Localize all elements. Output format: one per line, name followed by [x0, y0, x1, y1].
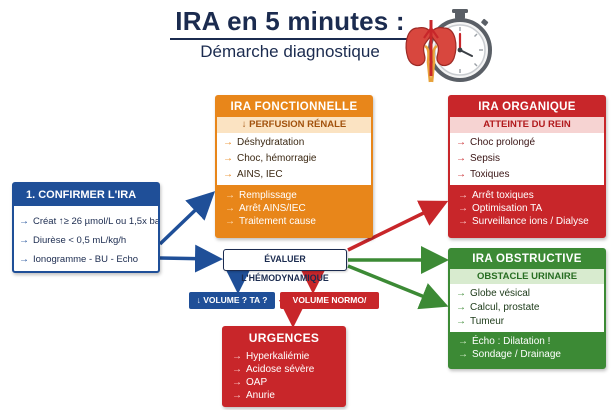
arrow-confirm-to-evaluer	[159, 244, 223, 273]
kidney-stopwatch-icon	[402, 6, 494, 88]
ira-fonctionnelle-box: IRA FONCTIONNELLE ↓ PERFUSION RÉNALE →Dé…	[215, 95, 373, 238]
arrow-right-icon: →	[456, 316, 466, 327]
page-title: IRA en 5 minutes :	[175, 6, 405, 36]
page-subtitle: Démarche diagnostique	[200, 42, 380, 61]
ira-obstructive-title: IRA OBSTRUCTIVE	[472, 253, 582, 265]
ira-organique-actions: →Arrêt toxiques →Optimisation TA →Survei…	[450, 185, 604, 232]
arrow-right-icon: →	[232, 390, 242, 401]
confirm-ira-title: 1. CONFIRMER L'IRA	[26, 189, 137, 201]
arrow-right-icon: →	[456, 153, 466, 164]
ira-fonctionnelle-causes: →Déshydratation →Choc, hémorragie →AINS,…	[217, 133, 371, 185]
arrow-right-icon: →	[225, 216, 235, 227]
ira-fonctionnelle-actions: →Remplissage →Arrêt AINS/IEC →Traitement…	[217, 185, 371, 232]
confirm-ira-box: 1. CONFIRMER L'IRA →Créat ↑≥ 26 µmol/L o…	[12, 182, 160, 273]
list-item: →Toxiques	[456, 167, 598, 183]
ira-fonctionnelle-subtitle: ↓ PERFUSION RÉNALE	[217, 117, 371, 133]
arrow-right-icon: →	[232, 377, 242, 388]
arrow-right-icon: →	[225, 203, 235, 214]
urgences-list: →Hyperkaliémie →Acidose sévère →OAP →Anu…	[224, 348, 344, 404]
arrow-right-icon: →	[456, 302, 466, 313]
arrow-right-icon: →	[19, 254, 29, 265]
arrow-right-icon: →	[456, 288, 466, 299]
arrow-evaluer-to-obstructive-lower	[347, 264, 449, 310]
evaluate-hemodynamics-box: ÉVALUER L'HÉMODYNAMIQUE	[223, 249, 347, 283]
volume-low-badge: ↓ VOLUME ? TA ?	[189, 292, 275, 309]
urgences-box: URGENCES →Hyperkaliémie →Acidose sévère …	[222, 326, 346, 407]
ira-obstructive-box: IRA OBSTRUCTIVE OBSTACLE URINAIRE →Globe…	[448, 248, 606, 369]
arrow-right-icon: →	[458, 349, 468, 360]
list-item: →Sondage / Drainage	[458, 349, 561, 360]
list-item: →Déshydratation	[223, 135, 365, 151]
volume-high-badge: VOLUME NORMO/ÉLEVÉ	[280, 292, 379, 322]
arrow-right-icon: →	[19, 235, 29, 246]
arrow-right-icon: →	[456, 137, 466, 148]
list-item: →Surveillance ions / Dialyse	[458, 216, 589, 227]
title-underline	[170, 38, 410, 40]
confirm-ira-criteria: →Créat ↑≥ 26 µmol/L ou 1,5x base →Diurès…	[14, 206, 158, 271]
arrow-right-icon: →	[232, 364, 242, 375]
list-item: →Traitement cause	[225, 216, 316, 227]
ira-obstructive-subtitle: OBSTACLE URINAIRE	[450, 269, 604, 284]
list-item: →Sepsis	[456, 151, 598, 167]
list-item: →Écho : Dilatation !	[458, 336, 551, 347]
ira-obstructive-actions: →Écho : Dilatation ! →Sondage / Drainage	[450, 332, 604, 364]
arrow-right-icon: →	[223, 137, 233, 148]
ira-organique-title: IRA ORGANIQUE	[478, 101, 576, 113]
arrow-right-icon: →	[456, 169, 466, 180]
arrow-confirm-to-fonctionnelle	[158, 191, 216, 246]
list-item: →Choc prolongé	[456, 135, 598, 151]
arrow-right-icon: →	[223, 153, 233, 164]
ira-obstructive-causes: →Globe vésical →Calcul, prostate →Tumeur	[450, 284, 604, 332]
list-item: →Remplissage	[225, 190, 297, 201]
arrow-right-icon: →	[225, 190, 235, 201]
arrow-right-icon: →	[223, 169, 233, 180]
list-item: →Acidose sévère	[232, 364, 315, 375]
arrow-right-icon: →	[19, 216, 29, 227]
list-item: →Arrêt AINS/IEC	[225, 203, 306, 214]
arrow-right-icon: →	[458, 190, 468, 201]
arrow-right-icon: →	[458, 216, 468, 227]
list-item: →Anurie	[232, 390, 275, 401]
arrow-right-icon: →	[458, 203, 468, 214]
list-item: →Créat ↑≥ 26 µmol/L ou 1,5x base	[19, 212, 158, 231]
list-item: →Diurèse < 0,5 mL/kg/h	[19, 231, 153, 250]
list-item: →Tumeur	[456, 316, 505, 327]
arrow-evaluer-to-organique	[347, 200, 449, 252]
ira-fonctionnelle-title: IRA FONCTIONNELLE	[230, 101, 358, 113]
list-item: →Ionogramme - BU - Echo	[19, 250, 153, 269]
list-item: →AINS, IEC	[223, 167, 365, 183]
list-item: →Globe vésical	[456, 288, 531, 299]
ira-organique-subtitle: ATTEINTE DU REIN	[450, 117, 604, 133]
ira-organique-causes: →Choc prolongé →Sepsis →Toxiques	[450, 133, 604, 185]
list-item: →Arrêt toxiques	[458, 190, 534, 201]
arrow-right-icon: →	[458, 336, 468, 347]
arrow-right-icon: →	[232, 351, 242, 362]
list-item: →Choc, hémorragie	[223, 151, 365, 167]
list-item: →Calcul, prostate	[456, 302, 540, 313]
ira-organique-box: IRA ORGANIQUE ATTEINTE DU REIN →Choc pro…	[448, 95, 606, 238]
list-item: →Hyperkaliémie	[232, 351, 310, 362]
list-item: →Optimisation TA	[458, 203, 543, 214]
urgences-title: URGENCES	[248, 331, 320, 345]
list-item: →OAP	[232, 377, 268, 388]
